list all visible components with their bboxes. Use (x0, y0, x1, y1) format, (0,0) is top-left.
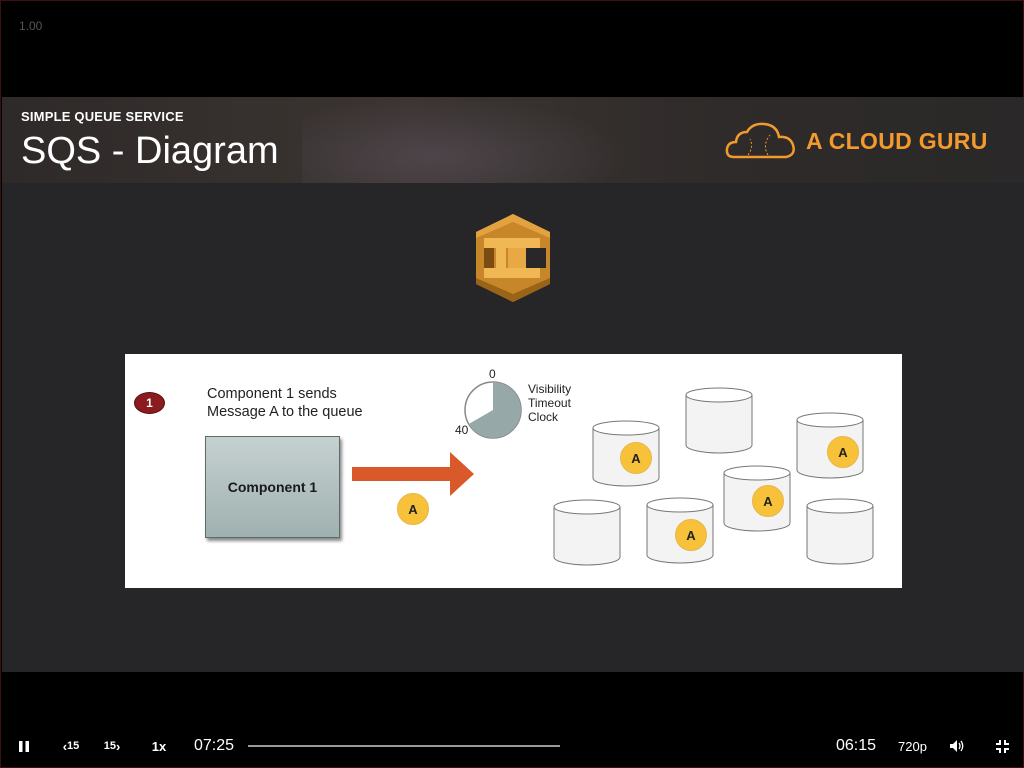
forward-15-icon: › (115, 738, 121, 754)
version-label: 1.00 (19, 19, 43, 33)
brand-logo-text: A CLOUD GURU (806, 127, 988, 154)
presenter-overlay (302, 97, 632, 183)
rewind-15-icon: ‹ (62, 738, 68, 754)
forward-15-button[interactable]: 15› (98, 735, 126, 757)
clock-line-3: Clock (528, 410, 559, 424)
queue-server-5 (553, 499, 621, 566)
player-controls: ‹15 15› 1x 07:25 06:15 720p (1, 727, 1024, 767)
quality-button[interactable]: 720p (898, 739, 927, 754)
volume-icon (950, 740, 964, 752)
message-a-badge: A (397, 493, 429, 525)
clock-top-label: 0 (489, 367, 496, 381)
rewind-15-label: 15 (67, 740, 80, 752)
sqs-icon (476, 214, 550, 302)
volume-button[interactable] (947, 735, 969, 757)
video-slide[interactable]: SIMPLE QUEUE SERVICE SQS - Diagram A CLO… (2, 97, 1024, 672)
pause-button[interactable] (13, 735, 35, 757)
component-1-box: Component 1 (205, 436, 340, 538)
visibility-clock-icon (464, 381, 522, 439)
pause-icon (19, 740, 29, 752)
step-badge: 1 (134, 392, 165, 414)
clock-line-2: Timeout (528, 396, 571, 410)
clock-left-label: 40 (455, 423, 469, 437)
arrow-icon (352, 452, 474, 496)
slide-header: SIMPLE QUEUE SERVICE SQS - Diagram A CLO… (2, 97, 1024, 183)
cylinder-message-a-4: A (675, 519, 707, 551)
brand-logo: A CLOUD GURU (724, 119, 988, 163)
step-line-1: Component 1 sends (207, 386, 337, 402)
elapsed-time: 07:25 (194, 737, 235, 754)
slide-kicker: SIMPLE QUEUE SERVICE (21, 109, 184, 124)
cylinder-message-a-1: A (620, 442, 652, 474)
rewind-15-button[interactable]: ‹15 (57, 735, 85, 757)
step-description: Component 1 sends Message A to the queue (207, 385, 407, 421)
cloud-logo-icon (725, 122, 795, 159)
progress-bar[interactable] (248, 745, 560, 747)
exit-fullscreen-icon (995, 739, 1009, 753)
sqs-diagram: 1 Component 1 sends Message A to the que… (125, 354, 902, 588)
clock-line-1: Visibility (528, 382, 572, 396)
remaining-time: 06:15 (836, 737, 877, 754)
queue-server-7 (806, 498, 874, 565)
cylinder-message-a-3: A (752, 485, 784, 517)
step-line-2: Message A to the queue (207, 404, 363, 420)
queue-server-2 (685, 387, 753, 454)
slide-title: SQS - Diagram (21, 130, 279, 172)
forward-15-label: 15 (103, 740, 116, 752)
speed-button[interactable]: 1x (151, 738, 167, 754)
exit-fullscreen-button[interactable] (991, 735, 1013, 757)
cylinder-message-a-2: A (827, 436, 859, 468)
clock-caption: Visibility Timeout Clock (528, 382, 571, 424)
